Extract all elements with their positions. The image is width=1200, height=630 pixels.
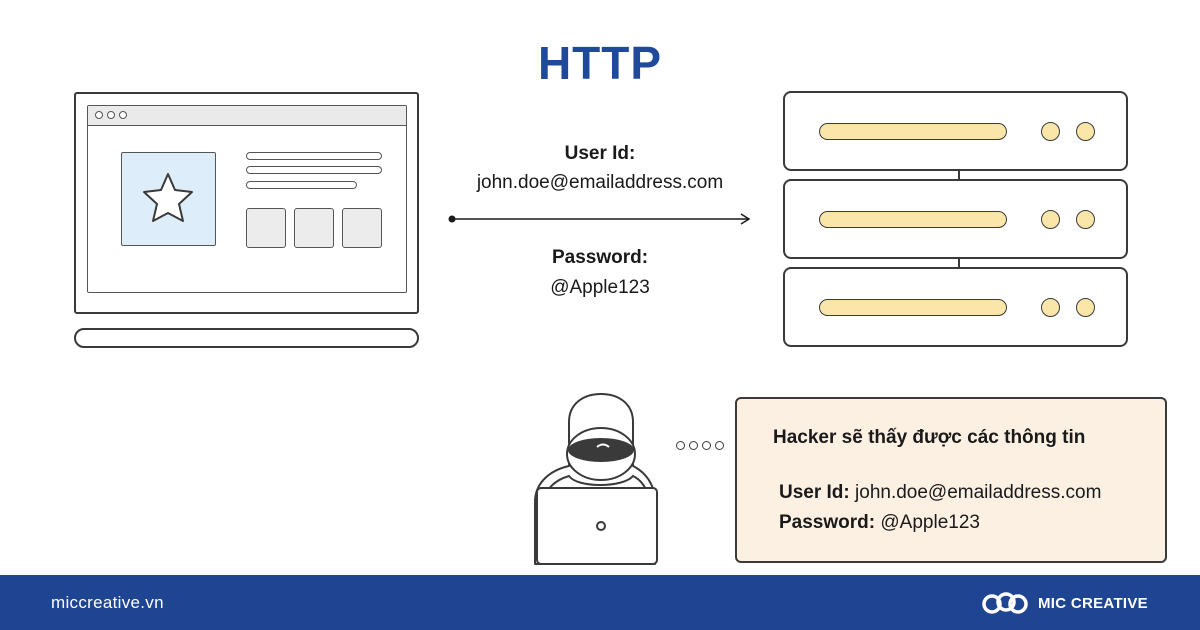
hacker-user-id-label: User Id:	[779, 482, 850, 503]
hacker-user-id-row: User Id: john.doe@emailaddress.com	[779, 482, 1101, 504]
server-light-icon	[1076, 298, 1095, 317]
window-dot-icon	[119, 111, 127, 119]
hacker-password-value: @Apple123	[880, 512, 980, 533]
image-placeholder	[121, 152, 216, 246]
hacker-password-row: Password: @Apple123	[779, 512, 980, 534]
footer-website-link[interactable]: miccreative.vn	[51, 593, 164, 612]
server-rack-icon	[783, 91, 1128, 171]
window-dot-icon	[107, 111, 115, 119]
button-placeholder	[246, 208, 286, 248]
text-placeholder-line	[246, 152, 382, 160]
server-connector	[958, 170, 960, 182]
text-placeholder-line	[246, 181, 357, 189]
button-placeholder	[294, 208, 334, 248]
password-label: Password:	[551, 247, 649, 268]
page-title: HTTP	[537, 37, 663, 89]
footer-brand: MIC CREATIVE	[982, 590, 1148, 616]
hacker-password-label: Password:	[779, 512, 876, 533]
browser-title-bar	[88, 106, 406, 126]
password-value: @Apple123	[550, 277, 650, 298]
server-light-icon	[1041, 122, 1060, 141]
server-light-icon	[1041, 210, 1060, 229]
server-light-icon	[1041, 298, 1060, 317]
request-arrow-icon	[448, 213, 751, 225]
footer-bar: miccreative.vn MIC CREATIVE	[0, 575, 1200, 630]
server-slot	[819, 211, 1007, 228]
window-dot-icon	[95, 111, 103, 119]
laptop-base	[74, 328, 419, 348]
thought-dot-icon	[676, 441, 685, 450]
server-slot	[819, 299, 1007, 316]
star-icon	[143, 173, 193, 222]
hacker-user-id-value: john.doe@emailaddress.com	[855, 482, 1102, 503]
footer-brand-name: MIC CREATIVE	[1038, 594, 1148, 612]
hacker-info-heading: Hacker sẽ thấy được các thông tin	[773, 427, 1086, 448]
server-rack-icon	[783, 267, 1128, 347]
text-placeholder-line	[246, 166, 382, 174]
thought-dot-icon	[689, 441, 698, 450]
server-slot	[819, 123, 1007, 140]
server-connector	[958, 258, 960, 270]
user-id-value: john.doe@emailaddress.com	[476, 172, 724, 193]
browser-icon	[87, 105, 407, 293]
hooded-hacker-icon	[534, 393, 658, 565]
mic-logo-icon	[982, 592, 1028, 614]
server-rack-icon	[783, 179, 1128, 259]
thought-dot-icon	[715, 441, 724, 450]
hacker-info-panel: Hacker sẽ thấy được các thông tin User I…	[735, 397, 1167, 563]
button-placeholder	[342, 208, 382, 248]
laptop-screen	[74, 92, 419, 314]
server-light-icon	[1076, 210, 1095, 229]
server-light-icon	[1076, 122, 1095, 141]
user-id-label: User Id:	[564, 143, 636, 164]
thought-dot-icon	[702, 441, 711, 450]
